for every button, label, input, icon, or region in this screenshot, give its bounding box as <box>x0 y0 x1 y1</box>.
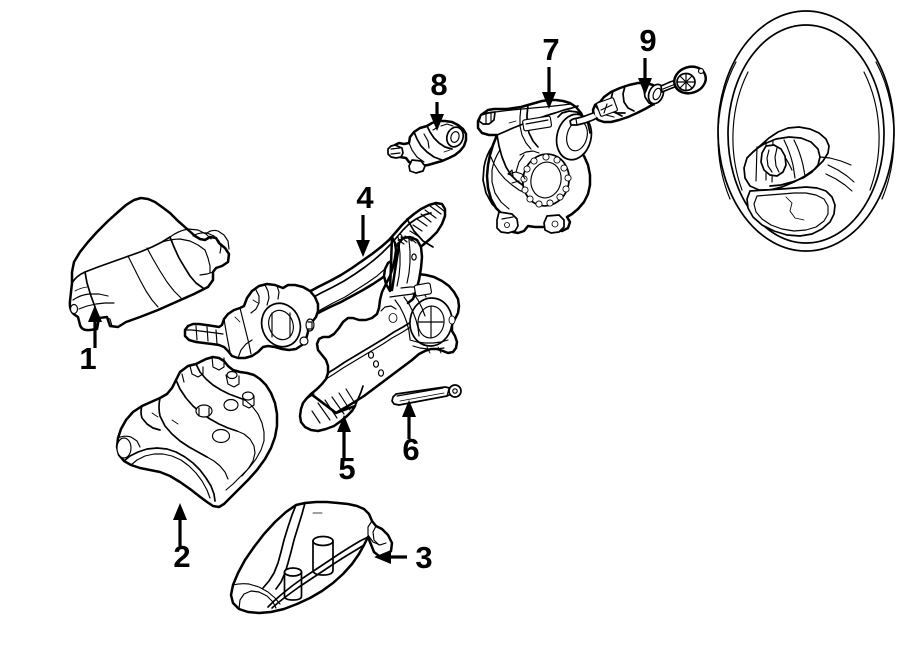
callout-4-leader <box>356 215 370 257</box>
part-7-ignition-lock-housing[interactable] <box>476 98 596 235</box>
part-6-switch-retaining-screw[interactable] <box>391 384 462 406</box>
part-4-wiper-washer-switch-lever[interactable] <box>183 201 447 360</box>
part-8-ignition-switch-actuator[interactable] <box>387 119 468 174</box>
callout-1-leader <box>88 305 102 348</box>
part-steering-wheel[interactable] <box>717 10 895 252</box>
callout-number-8[interactable]: 8 <box>430 67 447 102</box>
callout-6-leader <box>402 400 416 439</box>
callout-number-9[interactable]: 9 <box>639 23 656 58</box>
callout-2-leader <box>173 503 187 546</box>
bearing-balls <box>520 153 572 208</box>
part-2-lower-steering-column-cover[interactable] <box>115 355 279 509</box>
callout-7-leader <box>542 67 556 109</box>
callout-number-7[interactable]: 7 <box>542 32 559 67</box>
callout-number-1[interactable]: 1 <box>79 341 96 376</box>
callout-9-leader <box>638 58 652 95</box>
callout-3-leader <box>374 550 407 564</box>
callout-5-leader <box>337 415 351 458</box>
part-9-ignition-lock-cylinder-with-key[interactable] <box>569 63 709 126</box>
part-5-turn-signal-switch-lever[interactable] <box>298 235 461 433</box>
callout-number-4[interactable]: 4 <box>356 180 374 215</box>
callout-number-6[interactable]: 6 <box>402 432 419 467</box>
part-3-lower-trim-panel-bracket[interactable] <box>229 500 394 615</box>
part-1-upper-steering-column-cover[interactable] <box>68 196 231 332</box>
callout-8-leader <box>430 102 444 131</box>
callout-number-3[interactable]: 3 <box>415 540 432 575</box>
callout-number-2[interactable]: 2 <box>173 539 190 574</box>
callout-number-5[interactable]: 5 <box>338 451 355 486</box>
